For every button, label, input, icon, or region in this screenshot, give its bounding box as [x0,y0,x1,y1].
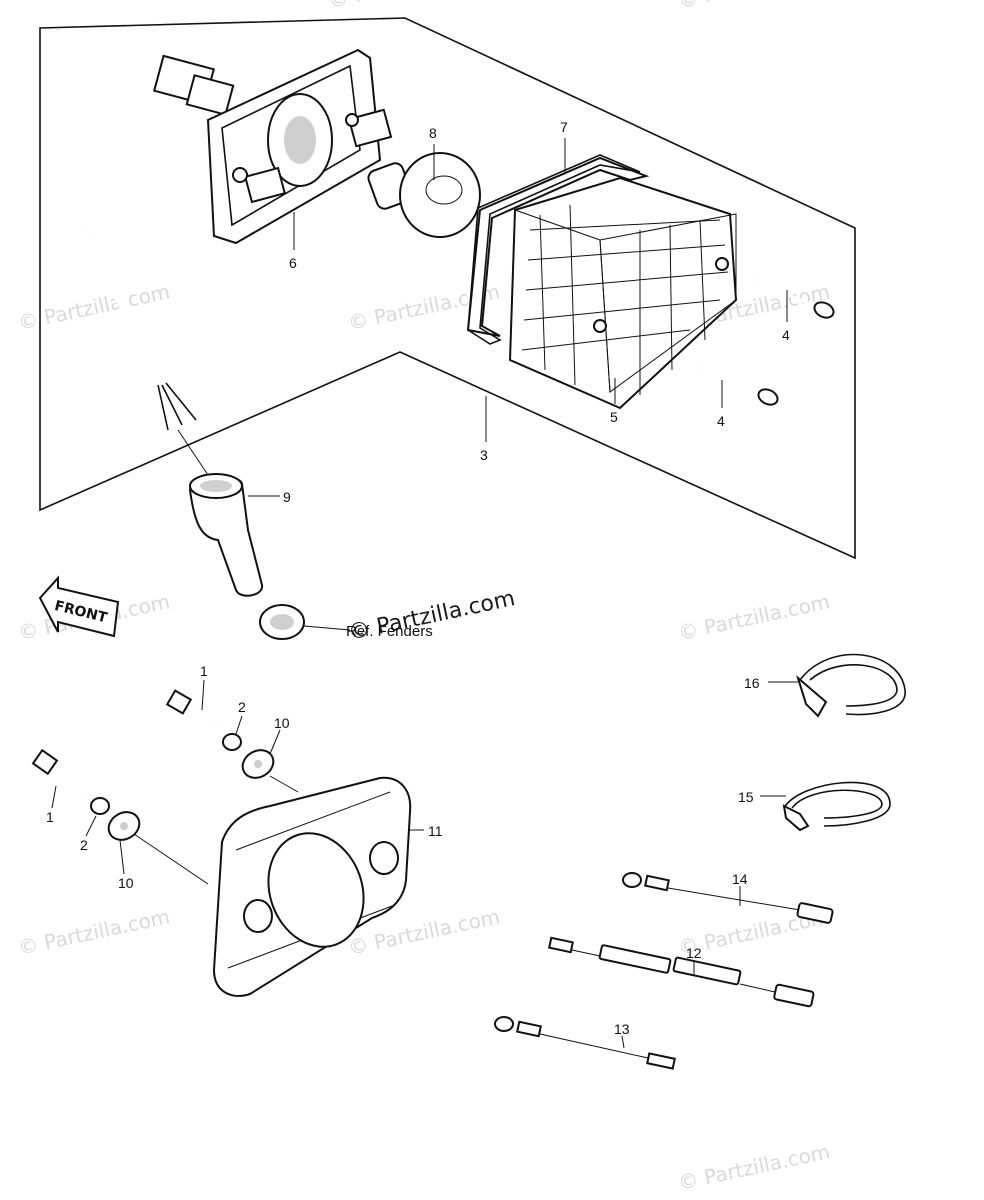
callout-5: 5 [610,409,618,425]
callout-1-upper: 1 [200,663,208,679]
callout-6: 6 [289,255,297,271]
front-arrow: FRONT [38,575,120,638]
callout-3: 3 [480,447,488,463]
fender-grommet [259,604,351,640]
bolt-lower [31,748,88,797]
lead-wire-14 [622,872,834,924]
nut-lower [90,797,110,815]
callout-12: 12 [686,945,702,961]
callout-16: 16 [744,675,760,691]
lamp-base [206,48,393,245]
callout-1-lower: 1 [46,809,54,825]
callout-4-upper: 4 [782,327,790,343]
assembly-outline [39,17,856,560]
lead-wire-13 [494,1016,676,1070]
lead-wire-12 [548,936,815,1008]
reference-note: Ref. Fenders [346,623,433,640]
lens-gasket [466,156,650,337]
watermark: © Partzilla.com [676,0,832,13]
watermark: © Partzilla.com [326,0,482,13]
lens-gasket-outline [467,154,641,345]
callout-10-lower: 10 [118,875,134,891]
tail-lens [508,176,738,410]
leader-lines [51,138,800,1049]
callout-14: 14 [732,871,748,887]
screw-upper [753,278,835,319]
callout-4-lower: 4 [717,413,725,429]
callout-2-lower: 2 [80,837,88,853]
callout-13: 13 [614,1021,630,1037]
callout-9: 9 [283,489,291,505]
wire-grommet [177,429,264,597]
callout-2-upper: 2 [238,699,246,715]
watermark: © Partzilla.com [676,1139,832,1195]
callout-8: 8 [429,125,437,141]
band-clamp-small [782,781,891,832]
callout-11: 11 [428,823,443,839]
callout-7: 7 [560,119,568,135]
screw-lower [699,366,779,406]
callout-10-upper: 10 [274,715,290,731]
watermark: © Partzilla.com [676,589,832,645]
lamp-cover [212,776,412,997]
callout-labels: 6 8 7 5 4 4 3 9 1 2 10 1 2 10 11 16 15 1… [46,119,790,1037]
bulb [367,152,481,238]
band-clamp-large [796,653,906,718]
bolt-upper [165,689,218,728]
callout-15: 15 [738,789,754,805]
watermark: © Partzilla.com [16,904,172,960]
wire-harness [70,54,235,431]
nut-upper [222,733,242,751]
